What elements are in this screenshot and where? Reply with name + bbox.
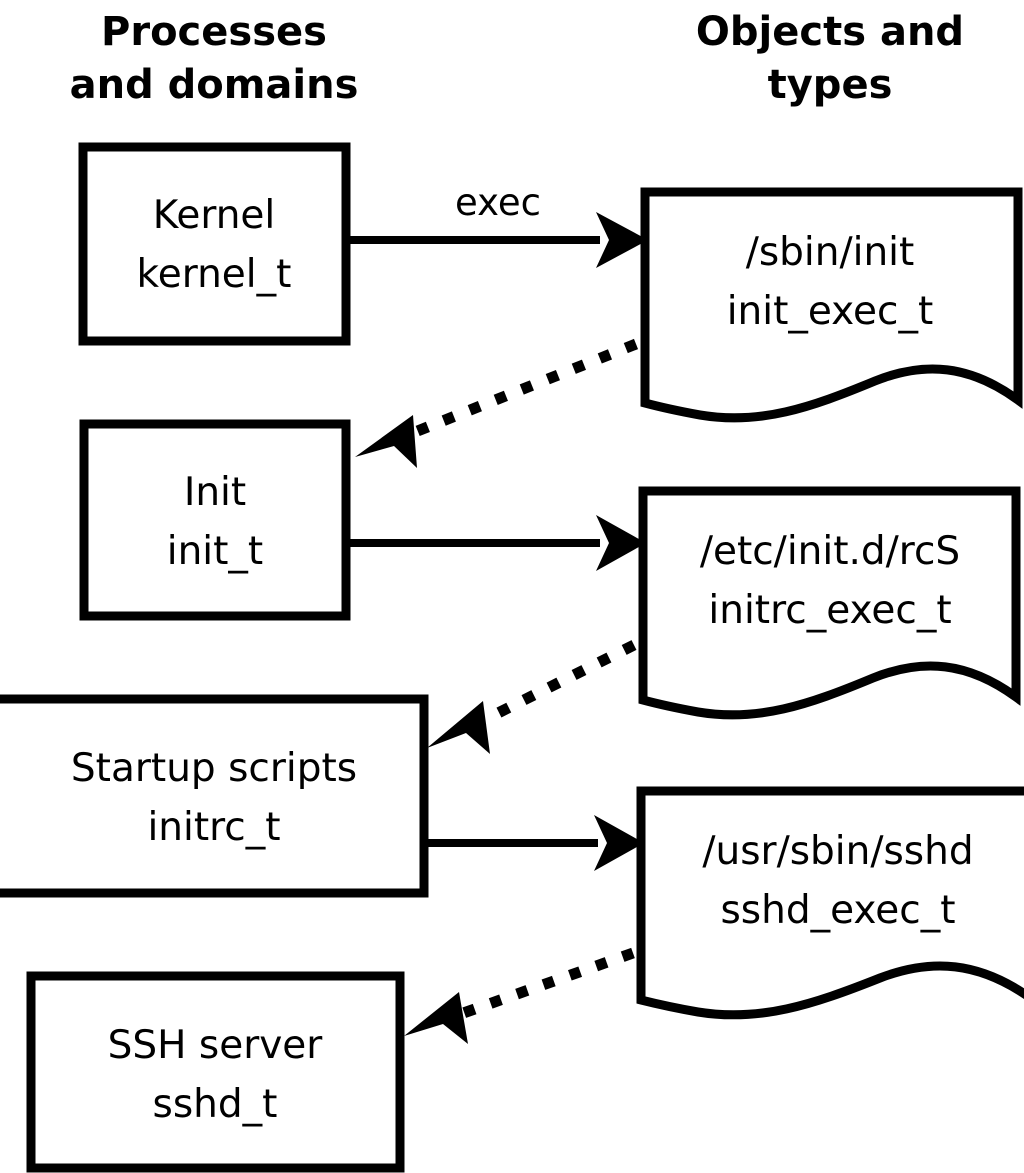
node-init-exec-line2: init_exec_t — [727, 289, 934, 334]
edge-init-exec-to-init-arrowhead — [355, 415, 417, 468]
column-header-objects: Objects and types — [696, 9, 964, 108]
node-init-exec[interactable]: /sbin/init init_exec_t — [640, 187, 1023, 423]
column-header-processes-line1: Processes — [101, 9, 327, 55]
edge-label-exec: exec — [455, 181, 541, 224]
node-sshd-exec-line2: sshd_exec_t — [720, 888, 955, 933]
node-ssh-server[interactable]: SSH server sshd_t — [26, 971, 405, 1173]
node-kernel-line2: kernel_t — [137, 252, 292, 297]
node-sshd-exec-document-shape[interactable] — [636, 786, 1024, 1020]
column-header-processes: Processes and domains — [70, 9, 359, 108]
node-startup-scripts-line2: initrc_t — [147, 805, 280, 850]
node-initrc-exec-line2: initrc_exec_t — [708, 588, 951, 633]
column-header-objects-line1: Objects and — [696, 9, 964, 55]
edge-init-exec-to-init — [355, 338, 639, 468]
edge-initrc-exec-to-initrc-line — [475, 640, 637, 728]
edge-sshd-exec-to-sshd — [404, 947, 635, 1044]
node-init-box[interactable] — [79, 419, 351, 621]
node-kernel-line1: Kernel — [153, 193, 276, 238]
node-initrc-exec-document-shape[interactable] — [638, 486, 1021, 720]
edge-sshd-exec-to-sshd-arrowhead — [404, 992, 468, 1044]
node-initrc-exec-line1: /etc/init.d/rcS — [700, 529, 960, 574]
node-startup-scripts[interactable]: Startup scripts initrc_t — [0, 694, 429, 898]
node-init-line2: init_t — [167, 529, 263, 574]
node-init-exec-line1: /sbin/init — [746, 230, 915, 275]
node-kernel[interactable]: Kernel kernel_t — [78, 142, 351, 346]
node-initrc-exec[interactable]: /etc/init.d/rcS initrc_exec_t — [638, 486, 1021, 720]
edge-init-exec-to-init-line — [402, 338, 639, 442]
node-ssh-server-line1: SSH server — [108, 1023, 324, 1068]
edge-sshd-exec-to-sshd-line — [453, 947, 635, 1022]
node-ssh-server-box[interactable] — [26, 971, 405, 1173]
node-kernel-box[interactable] — [78, 142, 351, 346]
node-startup-scripts-box[interactable] — [0, 694, 429, 898]
node-sshd-exec[interactable]: /usr/sbin/sshd sshd_exec_t — [636, 786, 1024, 1020]
node-init[interactable]: Init init_t — [79, 419, 351, 621]
edge-initrc-to-sshd-exec-arrowhead — [594, 815, 644, 871]
column-header-processes-line2: and domains — [70, 62, 359, 108]
edge-initrc-exec-to-initrc-arrowhead — [427, 701, 490, 754]
column-header-objects-line2: types — [768, 62, 893, 108]
edge-kernel-to-init-exec-arrowhead — [596, 212, 648, 268]
node-ssh-server-line2: sshd_t — [153, 1082, 278, 1127]
node-init-exec-document-shape[interactable] — [640, 187, 1023, 423]
edge-kernel-to-init-exec: exec — [346, 181, 648, 268]
edge-initrc-exec-to-initrc — [427, 640, 637, 754]
node-sshd-exec-line1: /usr/sbin/sshd — [702, 829, 973, 874]
edge-initrc-to-sshd-exec — [424, 815, 644, 871]
edge-init-to-initrc-exec — [346, 515, 646, 571]
node-startup-scripts-line1: Startup scripts — [71, 746, 357, 791]
node-init-line1: Init — [184, 470, 246, 515]
edge-init-to-initrc-exec-arrowhead — [596, 515, 646, 571]
